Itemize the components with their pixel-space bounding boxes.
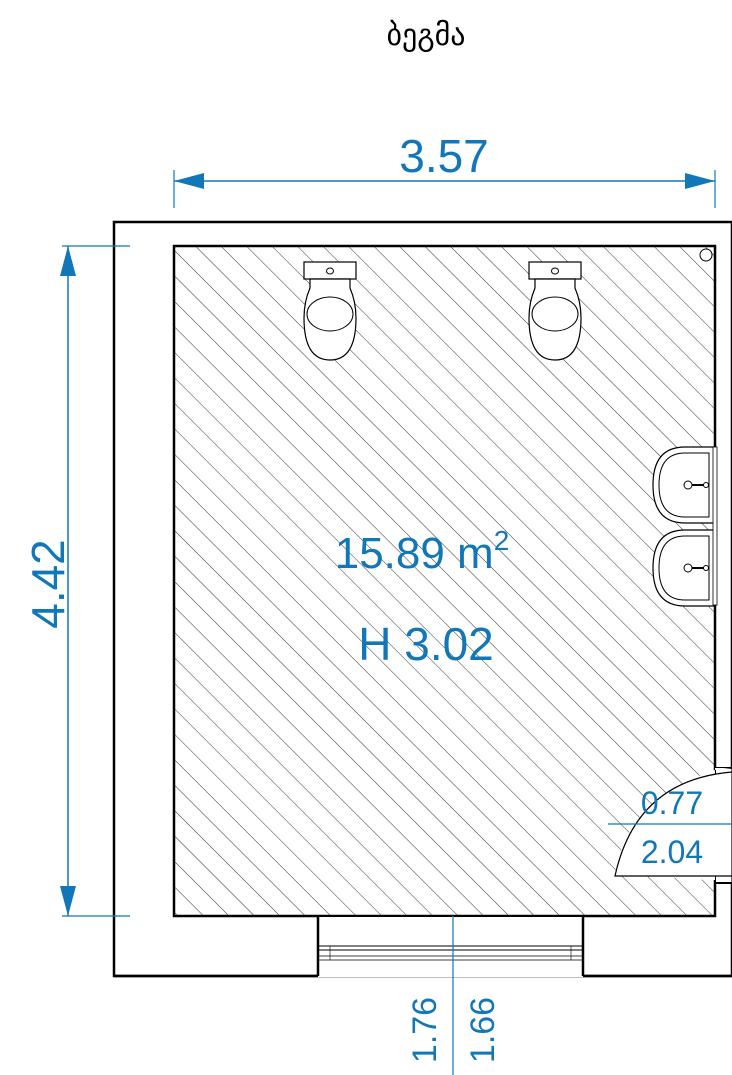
width-dimension-label: 3.57	[399, 130, 489, 182]
room-title: ბეგმა	[386, 18, 465, 53]
room-area-value: 15.89 m	[335, 529, 494, 578]
pipe-icon	[699, 248, 713, 262]
height-dimension	[60, 245, 130, 917]
sink-icon	[652, 446, 716, 524]
room-floor	[173, 245, 716, 917]
door-width-label: 0.77	[641, 785, 703, 821]
room-area-superscript: 2	[494, 525, 510, 556]
window-right-dimension-label: 1.66	[464, 997, 502, 1063]
width-dimension	[173, 170, 716, 208]
toilet-icon	[528, 261, 582, 361]
height-dimension-label: 4.42	[22, 539, 74, 629]
window-left-dimension-label: 1.76	[406, 997, 444, 1063]
ceiling-height-label: H 3.02	[358, 618, 494, 670]
toilet-icon	[303, 261, 357, 361]
window-icon	[318, 945, 583, 961]
sink-icon	[652, 529, 716, 607]
door-height-label: 2.04	[641, 834, 703, 870]
room-area-label: 15.89 m2	[335, 525, 510, 578]
